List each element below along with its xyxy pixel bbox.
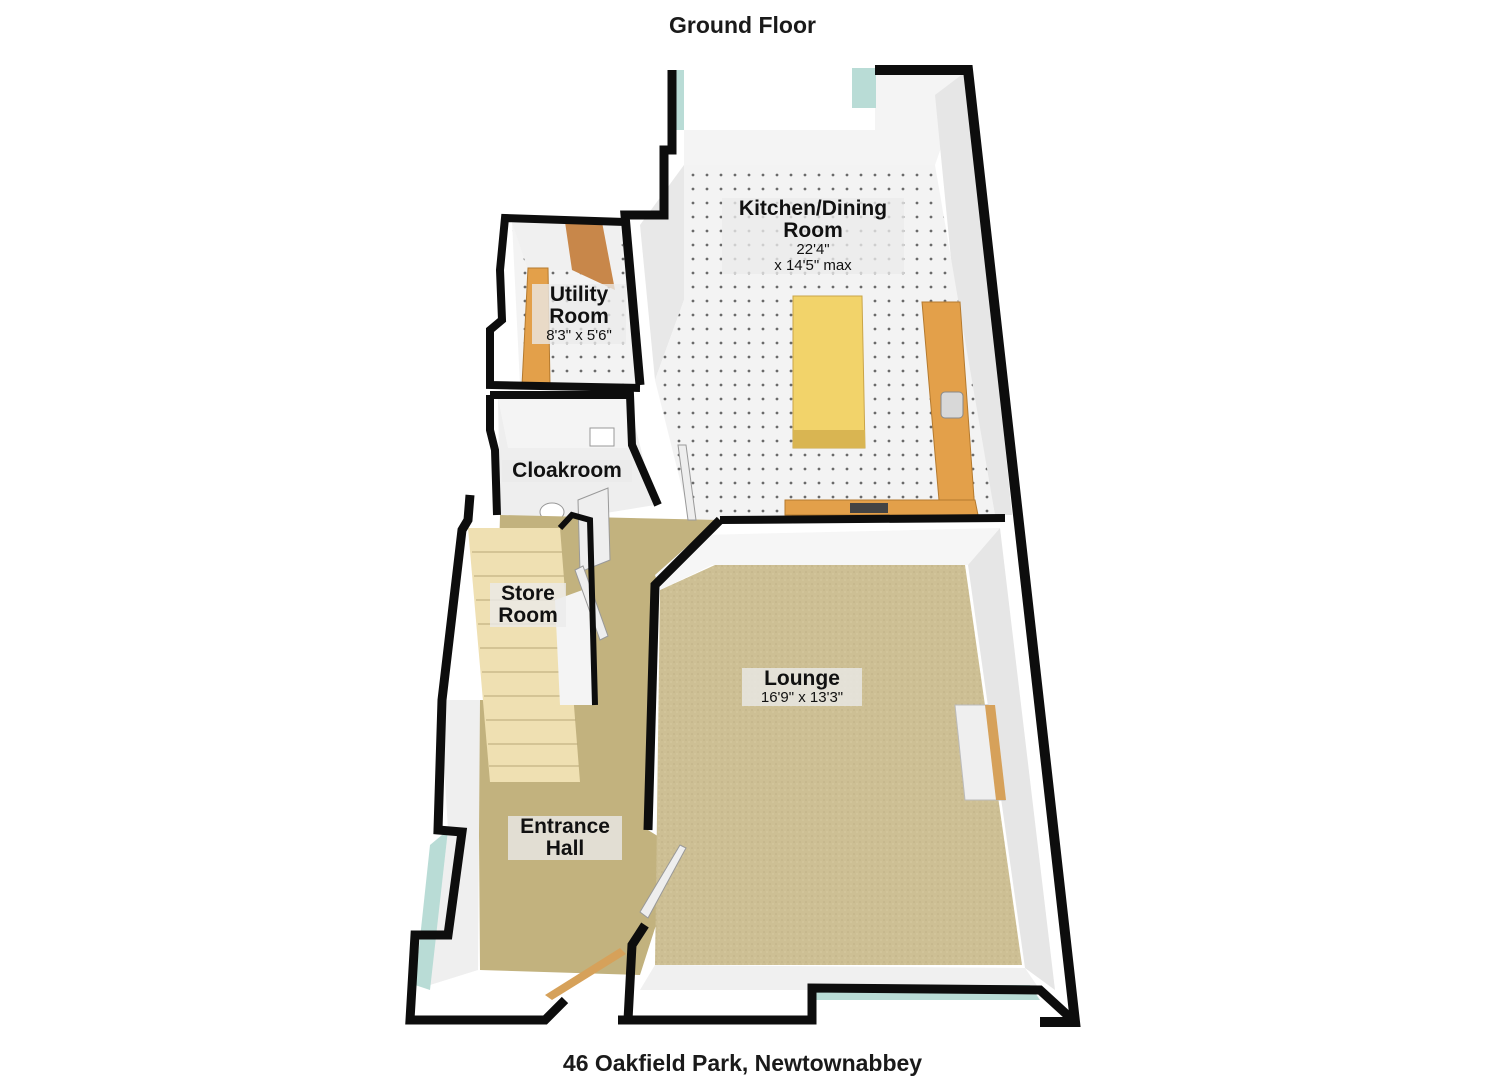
- floor-title: Ground Floor: [669, 12, 816, 38]
- utility-label: Utility Room 8'3" x 5'6": [532, 283, 626, 345]
- entrance-name-line2: Hall: [545, 837, 585, 861]
- lounge-name: Lounge: [764, 667, 840, 690]
- kitchen-dim-line2: x 14'5" max: [774, 256, 852, 274]
- kitchen-name-line1: Kitchen/Dining: [738, 197, 888, 220]
- lounge-right-wall-face: [968, 528, 1055, 990]
- entrance-hall-label: Entrance Hall: [508, 815, 622, 861]
- cloakroom-label: Cloakroom: [502, 459, 632, 483]
- lounge-front-wall-face: [640, 965, 1040, 990]
- utility-name-line1: Utility: [549, 283, 609, 306]
- hall-left-wall: [405, 494, 569, 1025]
- lounge-door: [639, 844, 687, 919]
- hall-left-wall-face: [430, 700, 480, 985]
- cloakroom-walls: [490, 391, 662, 507]
- outer-wall-kitchen-left: [620, 70, 677, 386]
- property-address: 46 Oakfield Park, Newtownabbey: [562, 1050, 923, 1076]
- front-door: [545, 948, 626, 1000]
- lounge-back-wall: [655, 528, 1000, 590]
- lounge-dim: 16'9" x 13'3": [760, 689, 844, 707]
- walls: [405, 65, 1081, 1027]
- entrance-name-line1: Entrance: [520, 815, 610, 838]
- kitchen-label: Kitchen/Dining Room 22'4" x 14'5" max: [722, 197, 904, 274]
- utility-walls: [486, 213, 641, 392]
- kitchen-island: [792, 295, 866, 449]
- utility-name-line2: Room: [549, 305, 609, 329]
- inner-wall-kitchen-lounge: [719, 514, 1006, 524]
- kitchen-door: [677, 444, 697, 521]
- store-room-label: Store Room: [490, 582, 566, 628]
- kitchen-dining-room: [640, 68, 1012, 520]
- outer-wall-right: [875, 65, 1081, 1027]
- cloakroom-door: [577, 487, 611, 573]
- inner-wall-hall-lounge: [643, 516, 724, 831]
- cloakroom-left-wall: [486, 395, 501, 516]
- lounge-floor: [655, 565, 1022, 965]
- lounge: [640, 528, 1055, 1000]
- lounge-mantel: [985, 705, 1006, 800]
- outer-wall-front-lounge: [618, 983, 1079, 1026]
- lounge-label: Lounge 16'9" x 13'3": [742, 667, 862, 707]
- utility-dim: 8'3" x 5'6": [546, 327, 612, 345]
- utility-door: [565, 222, 615, 290]
- store-name-line2: Room: [498, 604, 558, 628]
- kitchen-back-wall: [684, 70, 968, 165]
- store-name-line1: Store: [501, 582, 555, 605]
- cloakroom-name: Cloakroom: [512, 459, 622, 482]
- kitchen-sink: [940, 391, 964, 419]
- kitchen-island-side: [793, 430, 865, 448]
- cloakroom-basin: [589, 427, 615, 447]
- store-room-walls: [557, 511, 598, 706]
- kitchen-hob: [850, 503, 888, 513]
- kitchen-name-line2: Room: [783, 219, 843, 243]
- inner-wall-lounge-lower: [623, 922, 649, 1021]
- kitchen-right-wall-face: [935, 70, 1012, 515]
- kitchen-dim-line1: 22'4": [796, 241, 830, 259]
- kitchen-window-right: [852, 68, 876, 108]
- hall-front-window: [415, 830, 448, 990]
